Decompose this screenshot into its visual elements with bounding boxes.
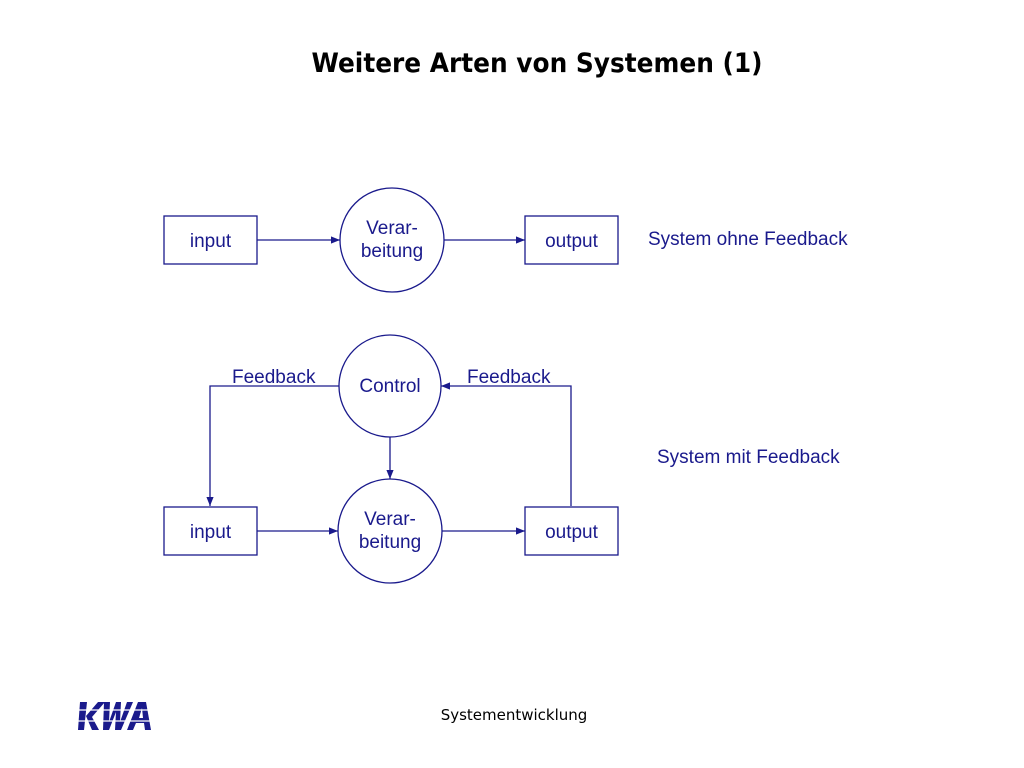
feedback-left-label: Feedback (232, 367, 316, 388)
output-label: output (545, 231, 599, 252)
output-box-feedback (524, 506, 619, 556)
process-circle (339, 187, 445, 293)
feedback-right-arrow (441, 382, 572, 506)
feedback-left-arrow (206, 385, 339, 506)
control-label: Control (359, 376, 420, 397)
caption-without-feedback: System ohne Feedback (648, 229, 848, 250)
output-label-feedback: output (545, 522, 599, 543)
process-label-line1-feedback: Verar- (364, 509, 416, 530)
diagram-with-feedback: Control Feedback Feedback input Verar- b… (163, 334, 840, 584)
slide-title: Weitere Arten von Systemen (1) (311, 48, 763, 79)
process-label-line2: beitung (361, 241, 423, 262)
kwa-logo-icon (78, 700, 158, 737)
process-label-line1: Verar- (366, 218, 418, 239)
process-label-line2-feedback: beitung (359, 532, 421, 553)
diagram-without-feedback: input Verar- beitung output System ohne … (163, 187, 848, 293)
process-circle-feedback (337, 478, 443, 584)
caption-with-feedback: System mit Feedback (657, 447, 840, 468)
feedback-right-label: Feedback (467, 367, 551, 388)
output-box (524, 215, 619, 265)
input-label-feedback: input (190, 522, 232, 543)
slide-footer: Systementwicklung (440, 706, 588, 724)
input-label: input (190, 231, 232, 252)
